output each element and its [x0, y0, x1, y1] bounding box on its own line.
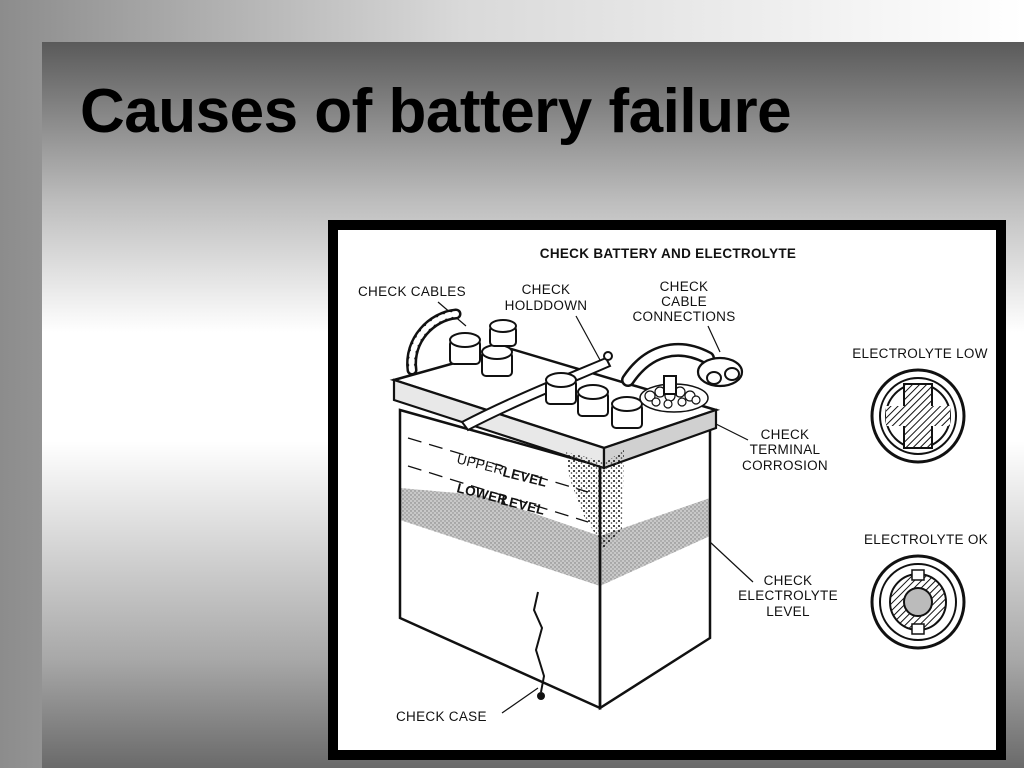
cell-cap-3	[489, 319, 517, 347]
corrosion-area	[566, 450, 624, 548]
slide-title: Causes of battery failure	[80, 77, 792, 146]
label-check-terminal-corrosion-3: CORROSION	[742, 458, 828, 473]
label-check-terminal-corrosion-2: TERMINAL	[750, 442, 821, 457]
label-check-electrolyte-level-1: CHECK	[764, 573, 813, 588]
label-check-holddown-1: CHECK	[522, 282, 571, 297]
upper-mark: UPPER	[455, 451, 505, 477]
label-check-case: CHECK CASE	[396, 709, 487, 724]
label-check-holddown-2: HOLDDOWN	[505, 298, 588, 313]
cell-cap-4	[545, 372, 577, 405]
cell-cap-5	[577, 384, 609, 417]
label-check-cable-connections-1: CHECK	[660, 279, 709, 294]
cell-cap-2	[481, 344, 513, 377]
battery-diagram-frame: CHECK BATTERY AND ELECTROLYTE CHECK CABL…	[328, 220, 1006, 760]
diagram-heading: CHECK BATTERY AND ELECTROLYTE	[540, 246, 796, 261]
electrolyte-front	[400, 488, 600, 586]
label-check-cables: CHECK CABLES	[358, 284, 466, 299]
leader-lines	[437, 301, 754, 714]
electrolyte-side	[600, 498, 710, 586]
label-check-cable-connections-3: CONNECTIONS	[632, 309, 735, 324]
label-check-cable-connections-2: CABLE	[661, 294, 707, 309]
cell-cap-1	[449, 332, 481, 365]
cell-cap-6	[611, 396, 643, 429]
upper-level-mark: LEVEL	[501, 464, 548, 489]
label-check-electrolyte-level-3: LEVEL	[766, 604, 810, 619]
label-electrolyte-low: ELECTROLYTE LOW	[852, 346, 988, 361]
label-check-terminal-corrosion-1: CHECK	[761, 427, 810, 442]
label-electrolyte-ok: ELECTROLYTE OK	[864, 532, 988, 547]
terminal-corrosion	[639, 375, 709, 413]
cable-connector	[696, 356, 744, 388]
gauge-electrolyte-ok	[870, 554, 966, 650]
cell-caps	[449, 319, 643, 429]
label-check-electrolyte-level-2: ELECTROLYTE	[738, 588, 838, 603]
gauge-electrolyte-low	[870, 368, 966, 464]
battery-diagram-svg: CHECK BATTERY AND ELECTROLYTE CHECK CABL…	[358, 246, 988, 724]
battery-diagram: CHECK BATTERY AND ELECTROLYTE CHECK CABL…	[338, 230, 996, 750]
